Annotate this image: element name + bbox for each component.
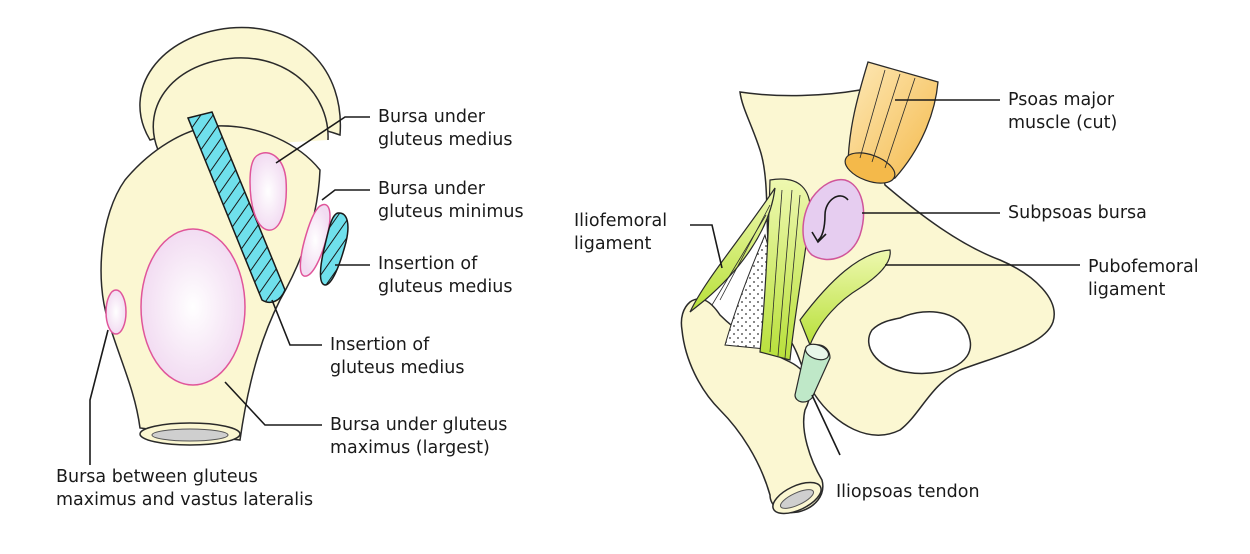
label-bursa-under-gluteus-medius: Bursa under gluteus medius — [378, 107, 513, 150]
label-pubofemoral-ligament: Pubofemoral ligament — [1088, 257, 1199, 300]
label-insertion-gluteus-medius-bottom: Insertion of gluteus medius — [330, 335, 465, 378]
label-subpsoas-bursa: Subpsoas bursa — [1008, 203, 1147, 223]
iliopsoas-tendon-end — [804, 343, 830, 361]
bursa-under-gluteus-minimus — [299, 203, 331, 277]
label-iliopsoas-tendon: Iliopsoas tendon — [836, 482, 980, 502]
leader-bursa-gluteus-minimus — [321, 189, 370, 201]
iliofemoral-ligament — [689, 178, 811, 361]
label-bursa-under-gluteus-maximus: Bursa under gluteus maximus (largest) — [330, 415, 508, 458]
bursa-between-gluteus-maximus-vastus-lateralis — [105, 289, 127, 335]
leader-bursa-gluteus-maximus — [224, 381, 322, 426]
leader-iliofemoral — [690, 224, 723, 269]
subpsoas-bursa — [802, 178, 865, 261]
femur-left-view — [100, 26, 349, 446]
label-bursa-under-gluteus-minimus: Bursa under gluteus minimus — [378, 179, 524, 222]
left-leader-lines — [89, 116, 370, 465]
bursa-under-gluteus-medius — [249, 152, 288, 231]
pubofemoral-ligament — [799, 249, 891, 347]
label-bursa-between-gluteus-maximus-vastus-lateralis: Bursa between gluteus maximus and vastus… — [56, 467, 314, 510]
label-psoas-major-muscle: Psoas major muscle (cut) — [1008, 90, 1118, 133]
bursa-under-gluteus-maximus — [140, 228, 246, 386]
leader-iliopsoas — [811, 394, 841, 456]
hip-right-view — [680, 61, 1055, 515]
insertion-gluteus-medius-band — [186, 111, 286, 303]
obturator-foramen — [867, 310, 972, 375]
label-iliofemoral-ligament: Iliofemoral ligament — [574, 211, 668, 254]
label-insertion-gluteus-medius-top: Insertion of gluteus medius — [378, 254, 513, 297]
psoas-major-muscle — [844, 61, 939, 184]
leader-bursa-between — [89, 329, 109, 465]
leader-insertion-bottom — [271, 299, 322, 346]
insertion-gluteus-medius-small — [319, 212, 349, 286]
leader-bursa-gluteus-medius — [275, 116, 370, 164]
femur-marrow — [779, 489, 815, 509]
shaft-marrow — [151, 428, 229, 442]
right-leader-lines — [690, 99, 1080, 456]
